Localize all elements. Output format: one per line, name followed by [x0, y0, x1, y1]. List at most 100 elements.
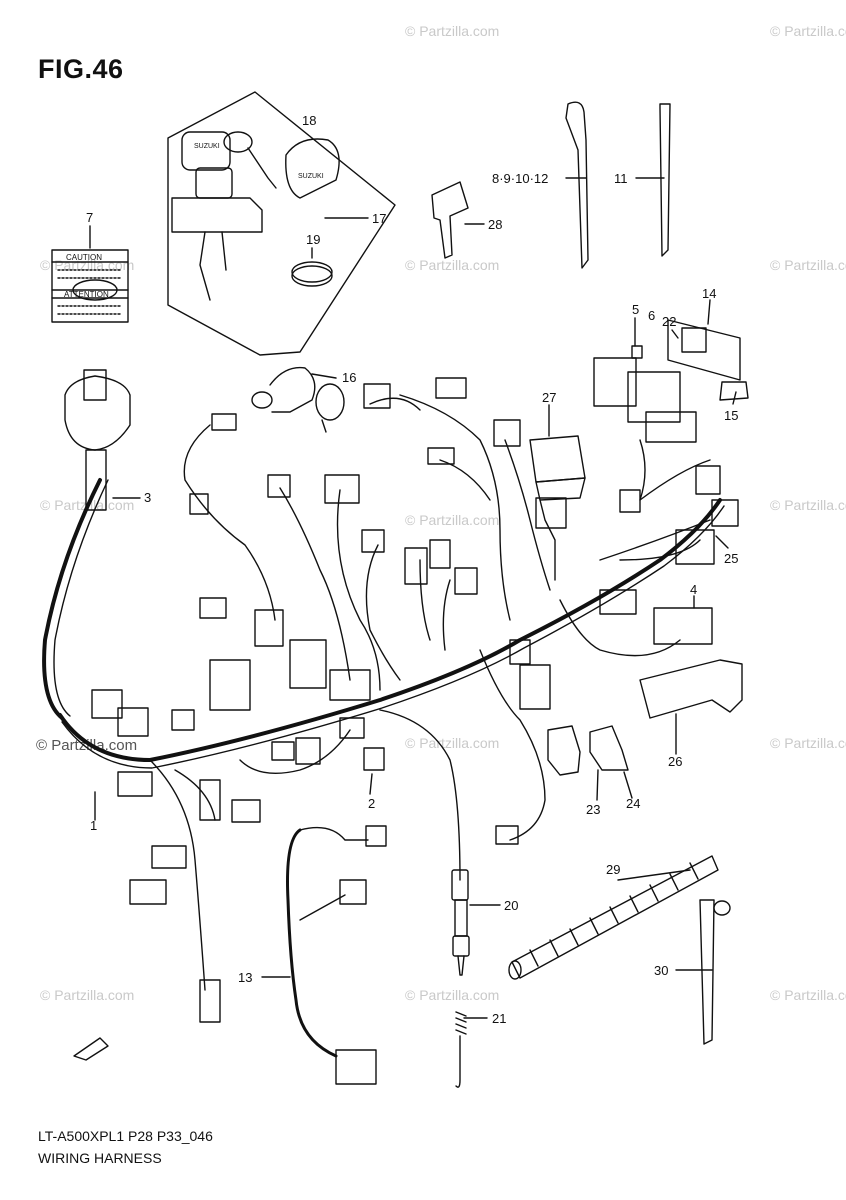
watermark: © Partzilla.com [405, 23, 499, 39]
watermark: © Partzilla.com [405, 987, 499, 1003]
ring-19 [291, 261, 333, 283]
callout-22: 22 [662, 314, 676, 329]
callout-16: 16 [342, 370, 356, 385]
connector [199, 597, 227, 619]
bracket-26 [639, 659, 743, 719]
spring-21 [455, 1011, 467, 1088]
watermark: © Partzilla.com [770, 497, 846, 513]
connector [619, 489, 641, 513]
callout-24: 24 [626, 796, 640, 811]
connector [339, 717, 365, 739]
ignition-switch-box [167, 91, 396, 356]
watermark: © Partzilla.com [770, 23, 846, 39]
connector [509, 639, 531, 665]
caution-label-7 [51, 249, 129, 323]
callout-23: 23 [586, 802, 600, 817]
callout-19: 19 [306, 232, 320, 247]
relay-27 [529, 435, 586, 581]
band-30 [699, 899, 715, 1045]
connector [329, 669, 371, 701]
connector [429, 539, 451, 569]
callout-15: 15 [724, 408, 738, 423]
connector [199, 979, 221, 1023]
connector [404, 547, 428, 585]
watermark-group: © Partzilla.com © Partzilla.com © Partzi… [36, 23, 846, 1003]
connector [267, 474, 291, 498]
callout-5: 5 [632, 302, 639, 317]
connector [711, 499, 739, 527]
watermark: © Partzilla.com [40, 257, 134, 273]
attention-text: ATTENTION [64, 290, 109, 299]
callout-28: 28 [488, 217, 502, 232]
cable-tie-11 [659, 103, 671, 257]
callout-2: 2 [368, 796, 375, 811]
connector [599, 589, 637, 615]
connector [254, 609, 284, 647]
connector [129, 879, 167, 905]
sensor-20 [451, 869, 470, 976]
watermark-main: © Partzilla.com [36, 737, 137, 754]
callout-20: 20 [504, 898, 518, 913]
corrugated-tube-29 [508, 855, 719, 980]
callout-27: 27 [542, 390, 556, 405]
connector [363, 383, 391, 409]
callout-4: 4 [690, 582, 697, 597]
connector [231, 799, 261, 823]
caution-text: CAUTION [66, 253, 102, 262]
connector-3 [64, 279, 131, 511]
figure-title: FIG.46 [38, 54, 124, 84]
connector [171, 709, 195, 731]
connector-4 [653, 607, 713, 645]
callout-11: 11 [614, 171, 628, 186]
callout-6: 6 [648, 308, 655, 323]
connector [324, 474, 360, 504]
callout-25: 25 [724, 551, 738, 566]
fuse-relay-block [593, 319, 749, 501]
key-brand-text: SUZUKI [194, 143, 220, 150]
connector [151, 845, 187, 869]
connector [454, 567, 478, 595]
callout-7: 7 [86, 210, 93, 225]
key-28 [431, 181, 469, 259]
watermark: © Partzilla.com [405, 512, 499, 528]
connector [695, 465, 721, 495]
connector [365, 825, 387, 847]
cover-23 [547, 725, 581, 776]
connector [435, 377, 467, 399]
ignition-key-cap-18 [285, 138, 340, 199]
connector [519, 664, 551, 710]
watermark: © Partzilla.com [405, 735, 499, 751]
callout-1: 1 [90, 818, 97, 833]
connector-2 [363, 747, 385, 771]
main-harness-trunk [58, 498, 722, 762]
figure-name: WIRING HARNESS [38, 1150, 162, 1166]
connector [117, 771, 153, 797]
watermark: © Partzilla.com [405, 257, 499, 273]
connector [675, 529, 715, 565]
connector [91, 689, 123, 719]
callout-14: 14 [702, 286, 716, 301]
sub-harness-13 [286, 828, 338, 1058]
socket-16 [251, 366, 345, 433]
watermark: © Partzilla.com [770, 735, 846, 751]
callout-26: 26 [668, 754, 682, 769]
callout-21: 21 [492, 1011, 506, 1026]
connector [189, 493, 209, 515]
watermark: © Partzilla.com [40, 987, 134, 1003]
callout-13: 13 [238, 970, 252, 985]
ignition-switch [171, 131, 277, 301]
front-arrow-icon [73, 1037, 109, 1061]
callout-group: 1 2 3 4 5 6 7 8·9·10·12 11 13 14 15 16 1… [86, 113, 738, 1026]
cable-clamp-8-12 [565, 101, 589, 269]
key-brand-text: SUZUKI [298, 173, 324, 180]
harness-branch-left [183, 424, 276, 621]
connector [361, 529, 385, 553]
connector [271, 741, 295, 761]
callout-17: 17 [372, 211, 386, 226]
connector [493, 419, 521, 447]
connector [535, 497, 567, 529]
callout-3: 3 [144, 490, 151, 505]
figure-code: LT-A500XPL1 P28 P33_046 [38, 1128, 213, 1144]
